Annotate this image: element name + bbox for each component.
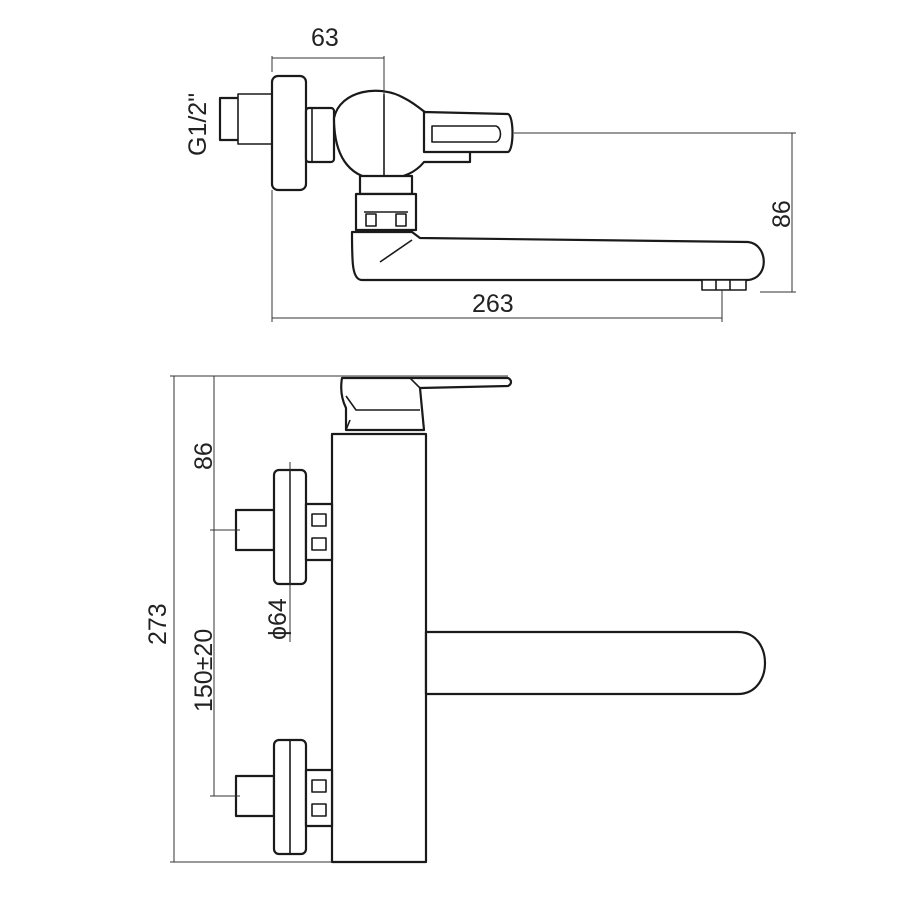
dim-flange-diameter: ϕ64: [264, 598, 292, 640]
lower-nut: [304, 768, 334, 828]
dim-overall-length: 263: [472, 290, 514, 318]
dim-lever-offset: 86: [190, 442, 218, 470]
aerator: [701, 279, 747, 291]
dim-centers: 150±20: [190, 629, 218, 712]
swivel-stem: [358, 174, 414, 196]
spout: [350, 230, 765, 282]
lower-inlet: [234, 774, 276, 818]
dim-thread: G1/2": [184, 93, 212, 156]
mixer-body: [332, 89, 472, 182]
connector-nut: [304, 106, 336, 164]
side-view: 63 G1/2" 86 263: [184, 24, 796, 322]
upper-nut: [304, 502, 334, 562]
mixer-body-top: [330, 432, 428, 864]
dim-top-width: 63: [311, 24, 339, 52]
upper-inlet: [234, 508, 276, 552]
dim-height-right: 86: [768, 200, 796, 228]
spout-top: [424, 630, 767, 696]
wall-flange: [270, 74, 308, 192]
top-lever: [340, 376, 513, 432]
lever-slot: [431, 125, 502, 143]
dim-overall-height: 273: [144, 603, 172, 645]
top-view: 273 86 150±20 ϕ64: [144, 375, 767, 864]
inlet-collar: [237, 93, 273, 145]
